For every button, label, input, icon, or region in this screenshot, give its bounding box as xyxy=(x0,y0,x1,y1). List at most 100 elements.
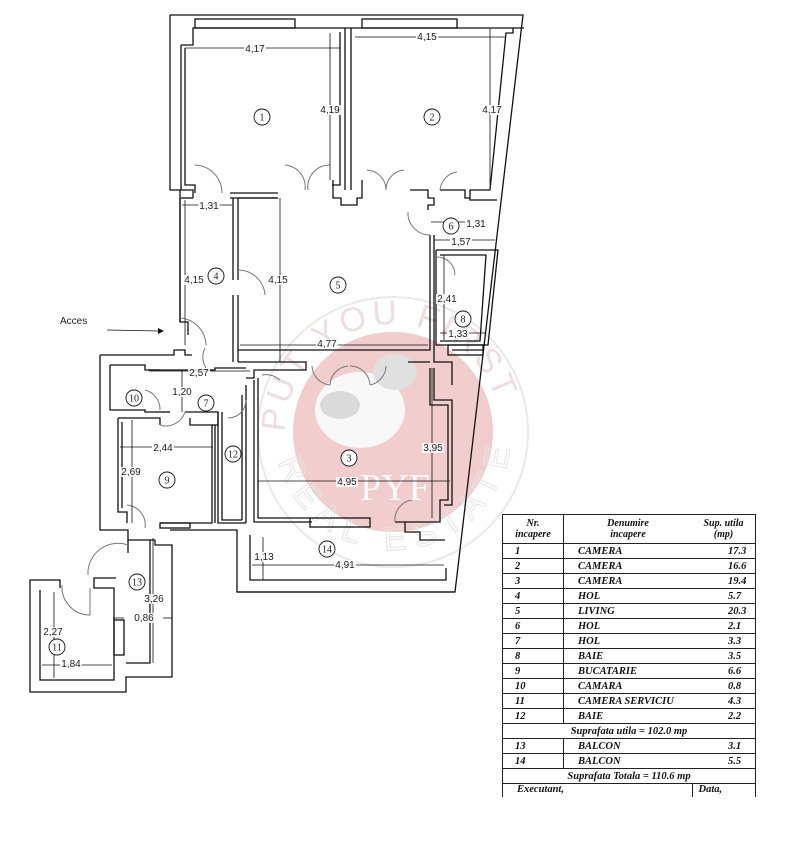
room-area-cell: 2.2 xyxy=(692,708,756,724)
room-name-cell: CAMERA xyxy=(563,573,692,589)
room-number: 1 xyxy=(260,113,265,124)
room-number-cell: 12 xyxy=(502,708,564,724)
room-number-cell: 10 xyxy=(502,678,564,694)
subtotal-text: Suprafata utila = 102.0 mp xyxy=(502,723,756,739)
watermark-logo: PYF xyxy=(360,467,430,509)
dimension-label: 4,95 xyxy=(337,477,357,488)
header-room-number: Nr.incapere xyxy=(502,514,564,544)
room-area-cell: 5.7 xyxy=(692,588,756,604)
room-area-cell: 16.6 xyxy=(692,558,756,574)
room-number-cell: 1 xyxy=(502,543,564,559)
room-name-cell: CAMERA xyxy=(563,558,692,574)
room-marker-1: 1 xyxy=(253,108,271,126)
room-marker-7: 7 xyxy=(197,394,215,412)
room-number: 12 xyxy=(228,450,238,461)
access-label: Acces xyxy=(60,316,87,327)
room-number-cell: 7 xyxy=(502,633,564,649)
total-text: Suprafata Totala = 110.6 mp xyxy=(502,768,756,784)
dimension-label: 3,95 xyxy=(423,443,443,454)
dimension-label: 2,57 xyxy=(189,368,209,379)
room-number: 5 xyxy=(336,281,341,292)
dimension-label: 1,13 xyxy=(254,552,274,563)
room-name-cell: HOL xyxy=(563,633,692,649)
room-number-cell: 5 xyxy=(502,603,564,619)
room-marker-11: 11 xyxy=(48,638,66,656)
room-area-cell: 6.6 xyxy=(692,663,756,679)
room-marker-9: 9 xyxy=(158,471,176,489)
room-number: 6 xyxy=(449,222,454,233)
room-area-cell: 2.1 xyxy=(692,618,756,634)
dimension-label: 3,26 xyxy=(144,594,164,605)
room-number-cell: 9 xyxy=(502,663,564,679)
room-marker-2: 2 xyxy=(423,108,441,126)
room-number: 9 xyxy=(165,476,170,487)
room-name-cell: CAMERA SERVICIU xyxy=(563,693,692,709)
room-area-cell: 4.3 xyxy=(692,693,756,709)
dimension-label: 4,19 xyxy=(320,105,340,116)
dimension-label: 1,33 xyxy=(448,329,468,340)
dimension-label: 1,31 xyxy=(199,201,219,212)
room-name-cell: BALCON xyxy=(563,753,692,769)
room-area-cell: 3.5 xyxy=(692,648,756,664)
header-area: Sup. utila(mp) xyxy=(692,514,756,544)
room-name-cell: BALCON xyxy=(563,738,692,754)
room-area-cell: 3.3 xyxy=(692,633,756,649)
room-number-cell: 11 xyxy=(502,693,564,709)
dimension-label: 4,15 xyxy=(184,275,204,286)
room-name-cell: BUCATARIE xyxy=(563,663,692,679)
room-number: 14 xyxy=(322,545,332,556)
room-marker-12: 12 xyxy=(224,445,242,463)
room-number: 10 xyxy=(129,394,139,405)
dimension-label: 2,27 xyxy=(43,627,63,638)
watermark: PYF PUT YOU FIRST REAL ESTATE xyxy=(254,293,529,568)
room-area-cell: 19.4 xyxy=(692,573,756,589)
dimension-label: 4,17 xyxy=(245,44,265,55)
access-marker: Acces xyxy=(60,316,164,334)
dimension-label: 1,31 xyxy=(466,219,486,230)
room-number-cell: 13 xyxy=(502,738,564,754)
walls xyxy=(29,14,524,693)
room-number-cell: 8 xyxy=(502,648,564,664)
room-name-cell: CAMERA xyxy=(563,543,692,559)
room-number: 8 xyxy=(461,315,466,326)
dimension-label: 4,17 xyxy=(482,105,502,116)
room-name-cell: HOL xyxy=(563,618,692,634)
dimension-label: 0,86 xyxy=(134,613,154,624)
room-marker-4: 4 xyxy=(207,267,225,285)
room-number-cell: 2 xyxy=(502,558,564,574)
room-area-cell: 0.8 xyxy=(692,678,756,694)
room-name-cell: HOL xyxy=(563,588,692,604)
room-marker-6: 6 xyxy=(442,217,460,235)
dimension-label: 1,84 xyxy=(61,659,81,670)
dimension-label: 2,41 xyxy=(437,294,457,305)
dimension-label: 4,77 xyxy=(317,339,337,350)
dimension-label: 4,15 xyxy=(417,32,437,43)
room-marker-3: 3 xyxy=(340,449,358,467)
dimension-label: 4,15 xyxy=(268,275,288,286)
room-marker-5: 5 xyxy=(329,276,347,294)
dimension-label: 1,20 xyxy=(172,387,192,398)
room-area-cell: 5.5 xyxy=(692,753,756,769)
date-label: Data, xyxy=(691,783,756,797)
subtotal-row: Suprafata utila = 102.0 mp xyxy=(502,723,756,739)
room-number: 4 xyxy=(214,272,219,283)
room-marker-14: 14 xyxy=(318,540,336,558)
